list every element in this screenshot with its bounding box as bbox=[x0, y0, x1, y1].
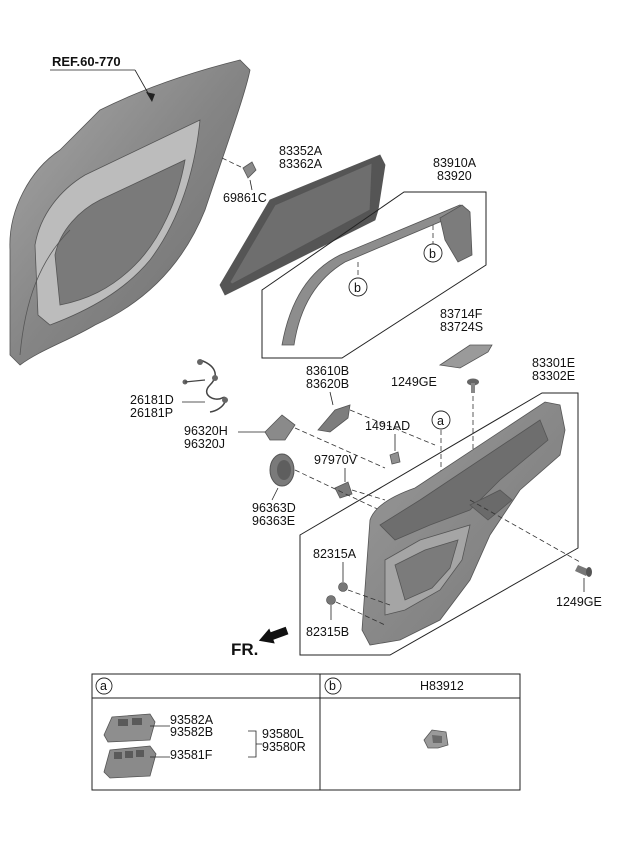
panel-label-1: 83301E bbox=[532, 356, 575, 370]
table-marker-b-circle bbox=[324, 677, 342, 695]
callout-b-text-2: b bbox=[429, 247, 436, 261]
fastener-a-label: 82315A bbox=[313, 547, 357, 561]
harness-part bbox=[182, 359, 228, 413]
table-switch-2: 93582B bbox=[170, 725, 213, 739]
harness-label-1: 26181D bbox=[130, 393, 174, 407]
glass-run-label-1: 83352A bbox=[279, 144, 323, 158]
table-marker-b: b bbox=[329, 679, 336, 693]
speaker-label-2: 96363E bbox=[252, 514, 295, 528]
screw-bottom-dash bbox=[469, 499, 581, 563]
fastener-a-part bbox=[338, 582, 348, 592]
panel-label-2: 83302E bbox=[532, 369, 575, 383]
speaker-leader bbox=[271, 487, 279, 501]
h83912-part bbox=[423, 729, 449, 749]
table-switch-1: 93582A bbox=[170, 713, 214, 727]
speaker-part bbox=[269, 453, 295, 487]
glass-run-label-2: 83362A bbox=[279, 157, 323, 171]
switch-lower-part bbox=[103, 745, 157, 779]
moulding-label-1: 83910A bbox=[433, 156, 477, 170]
fastener-b-label: 82315B bbox=[306, 625, 349, 639]
table-header-b: H83912 bbox=[420, 679, 464, 693]
parts-table bbox=[91, 673, 521, 791]
switch-upper-part bbox=[103, 713, 156, 743]
speaker-label-1: 96363D bbox=[252, 501, 296, 515]
connector-label: 97970V bbox=[314, 453, 358, 467]
fastener-b-part bbox=[326, 595, 336, 605]
tweeter-label-2: 96320J bbox=[184, 437, 225, 451]
moulding-part bbox=[281, 204, 473, 346]
callout-b-text-1: b bbox=[354, 281, 361, 295]
ref-label: REF.60-770 bbox=[52, 54, 121, 69]
panel-clip-part bbox=[389, 451, 401, 465]
harness-label-2: 26181P bbox=[130, 406, 173, 420]
handle-label-1: 83610B bbox=[306, 364, 349, 378]
ref-arrowhead bbox=[146, 92, 155, 102]
trim-piece-part bbox=[438, 344, 493, 369]
moulding-label-2: 83920 bbox=[437, 169, 472, 183]
clip-dash bbox=[221, 157, 244, 169]
screw-top-part bbox=[467, 378, 479, 393]
callout-b-circle-1 bbox=[348, 277, 368, 297]
panel-clip-label: 1491AD bbox=[365, 419, 410, 433]
table-marker-a: a bbox=[100, 679, 107, 693]
handle-leader bbox=[329, 391, 334, 406]
callout-a-circle bbox=[431, 410, 451, 430]
fastener-b-dash bbox=[335, 601, 386, 626]
table-switch-3: 93581F bbox=[170, 748, 213, 762]
door-frame bbox=[9, 59, 251, 366]
screw-bottom-part bbox=[575, 565, 592, 577]
callout-a-text: a bbox=[437, 414, 444, 428]
trim-label-2: 83724S bbox=[440, 320, 483, 334]
trim-label-1: 83714F bbox=[440, 307, 483, 321]
clip-label: 69861C bbox=[223, 191, 267, 205]
door-trim-panel bbox=[361, 401, 566, 646]
tweeter-part bbox=[264, 414, 296, 441]
assy-bracket bbox=[248, 730, 262, 758]
handle-label-2: 83620B bbox=[306, 377, 349, 391]
connector-part bbox=[334, 481, 353, 499]
front-label: FR. bbox=[231, 640, 258, 659]
table-marker-a-circle bbox=[95, 677, 113, 695]
table-assy-2: 93580R bbox=[262, 740, 306, 754]
handle-dash bbox=[349, 409, 436, 446]
screw-bottom-label: 1249GE bbox=[556, 595, 602, 609]
tweeter-dash bbox=[294, 427, 386, 469]
table-assy-1: 93580L bbox=[262, 727, 304, 741]
speaker-dash bbox=[294, 469, 391, 516]
front-arrow-icon bbox=[258, 626, 289, 644]
screw-top-label: 1249GE bbox=[391, 375, 437, 389]
panel-box bbox=[299, 392, 579, 656]
glass-run-part bbox=[219, 154, 386, 296]
callout-b-circle-2 bbox=[423, 243, 443, 263]
moulding-box bbox=[261, 191, 487, 359]
handle-part bbox=[317, 404, 351, 433]
clip-part bbox=[242, 161, 257, 179]
tweeter-label-1: 96320H bbox=[184, 424, 228, 438]
clip-leader bbox=[249, 179, 253, 191]
